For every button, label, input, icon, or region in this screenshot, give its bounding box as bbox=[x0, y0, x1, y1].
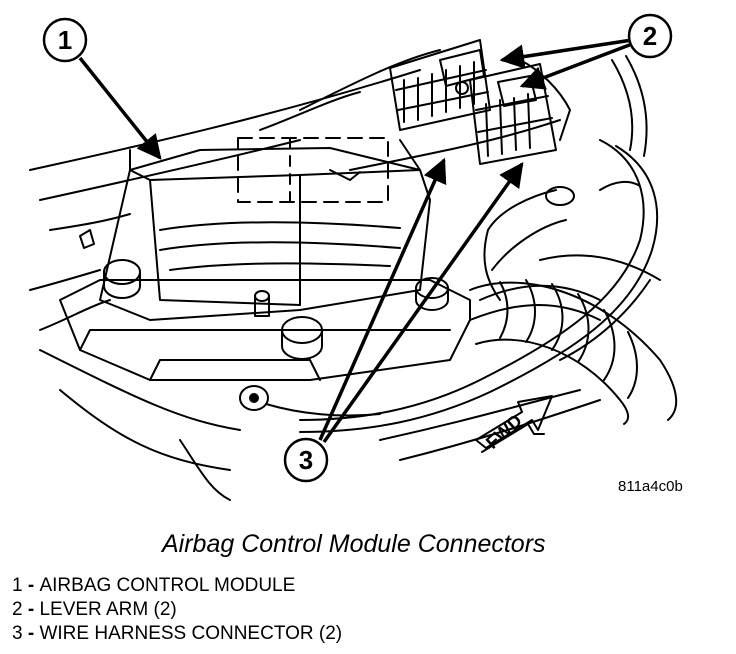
mounting-bolts bbox=[103, 259, 449, 360]
legend-text: AIRBAG CONTROL MODULE bbox=[39, 575, 296, 596]
callout-1: 1 bbox=[42, 17, 88, 63]
legend-number: 1 bbox=[12, 575, 23, 596]
fwd-arrow bbox=[475, 395, 553, 453]
retainer-clip bbox=[79, 229, 95, 249]
svg-text:2: 2 bbox=[643, 21, 657, 51]
callout-2: 2 bbox=[627, 13, 673, 59]
legend-text: LEVER ARM (2) bbox=[39, 599, 177, 620]
legend-separator: - bbox=[22, 599, 40, 620]
legend-separator: - bbox=[22, 575, 40, 596]
leader-2a bbox=[499, 38, 633, 69]
legend-number: 3 bbox=[12, 623, 23, 644]
leader-2b bbox=[519, 42, 633, 90]
legend-separator: - bbox=[22, 623, 40, 644]
callout-3: 3 bbox=[283, 437, 329, 483]
wire-harness bbox=[299, 55, 661, 433]
leader-1 bbox=[78, 56, 162, 160]
vertical-hose bbox=[483, 186, 575, 301]
module-body bbox=[99, 137, 431, 321]
corrugated-duct bbox=[469, 279, 678, 425]
legend-number: 2 bbox=[12, 599, 23, 620]
legend-item: 2 - LEVER ARM (2) bbox=[12, 598, 342, 622]
legend: 1 - AIRBAG CONTROL MODULE 2 - LEVER ARM … bbox=[12, 574, 342, 646]
connector-left bbox=[389, 39, 491, 131]
leader-3b bbox=[322, 162, 524, 444]
airbag-module-diagram: FWD 1 2 3 bbox=[29, 13, 678, 501]
leader-arrows bbox=[78, 38, 633, 444]
mounting-bracket bbox=[59, 139, 471, 381]
legend-text: WIRE HARNESS CONNECTOR (2) bbox=[39, 623, 343, 644]
svg-text:1: 1 bbox=[58, 25, 72, 55]
leader-3a bbox=[318, 157, 447, 441]
connector-right bbox=[469, 59, 571, 165]
reference-code: 811a4c0b bbox=[618, 478, 683, 495]
floor-contours bbox=[29, 49, 651, 501]
legend-item: 3 - WIRE HARNESS CONNECTOR (2) bbox=[12, 622, 342, 646]
legend-item: 1 - AIRBAG CONTROL MODULE bbox=[12, 574, 342, 598]
fwd-label: FWD bbox=[482, 410, 526, 452]
svg-text:3: 3 bbox=[299, 445, 313, 475]
figure-caption: Airbag Control Module Connectors bbox=[162, 530, 546, 558]
ground-eyelet bbox=[239, 385, 381, 417]
